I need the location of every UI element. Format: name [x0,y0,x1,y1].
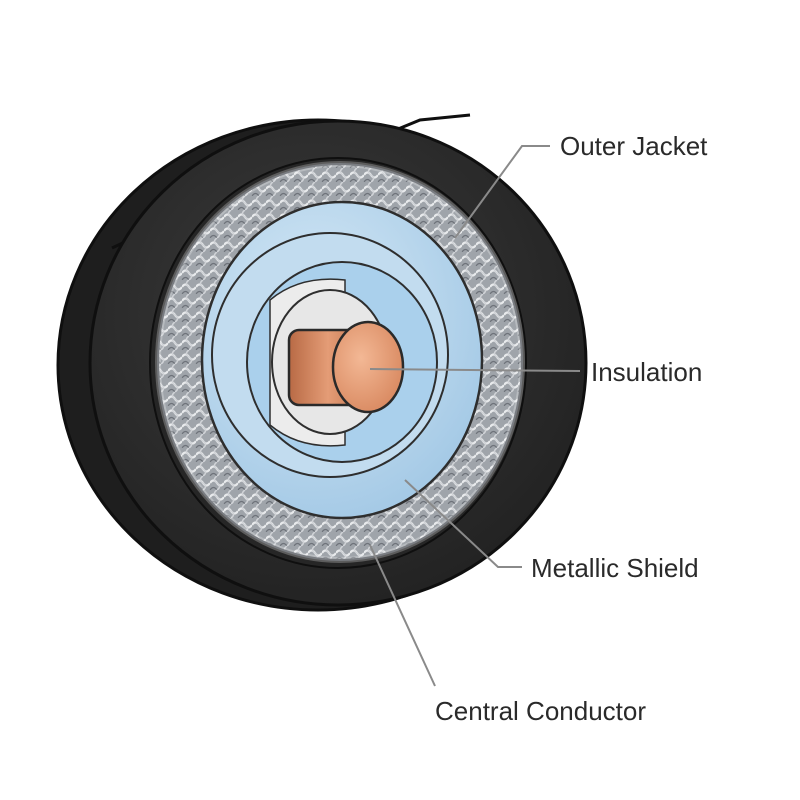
central-conductor-shape [287,320,405,414]
leader-lines [369,145,581,687]
label-outer-jacket: Outer Jacket [560,131,708,161]
label-central-conductor: Central Conductor [435,696,646,726]
leader-line-insulation [369,368,581,372]
leader-line-outer-jacket [454,145,550,239]
leader-line-central-conductor [369,544,436,687]
label-metallic-shield: Metallic Shield [531,553,699,583]
leader-line-metallic-shield [404,479,522,568]
label-insulation: Insulation [591,357,703,387]
